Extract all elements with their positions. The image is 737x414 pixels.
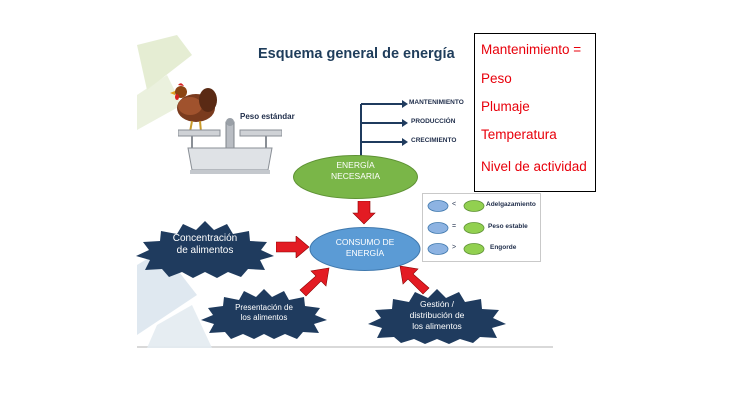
output-mantenimiento: MANTENIMIENTO xyxy=(409,99,464,106)
output-connector xyxy=(340,96,410,156)
energia-necesaria-line-2: NECESARIA xyxy=(292,171,419,182)
gestion-line-3: los alimentos xyxy=(366,321,508,332)
legend-ovals xyxy=(426,198,488,258)
consumo-line-1: CONSUMO DE xyxy=(309,237,421,248)
down-arrow-icon xyxy=(352,201,376,225)
diagram-title: Esquema general de energía xyxy=(258,46,468,62)
presentacion-line-1: Presentación de xyxy=(199,303,329,313)
presentacion-line-2: los alimentos xyxy=(199,313,329,323)
consumo-line-2: ENERGÍA xyxy=(309,248,421,259)
legend-label-engorde: Engorde xyxy=(490,244,516,251)
presentacion-label: Presentación de los alimentos xyxy=(199,303,329,323)
note-line-1: Mantenimiento = xyxy=(481,42,581,57)
gestion-line-1: Gestión / xyxy=(366,299,508,310)
note-line-5: Nivel de actividad xyxy=(481,159,587,174)
concentracion-line-1: Concentración xyxy=(134,233,276,245)
legend-symbol-1: < xyxy=(452,201,456,208)
concentracion-line-2: de alimentos xyxy=(134,245,276,257)
energia-necesaria-label: ENERGÍA NECESARIA xyxy=(292,160,419,182)
legend-symbol-2: = xyxy=(452,223,456,230)
gestion-line-2: distribución de xyxy=(366,310,508,321)
balance-scale-icon xyxy=(178,118,282,176)
concentracion-label: Concentración de alimentos xyxy=(134,233,276,257)
note-line-2: Peso xyxy=(481,71,512,86)
gestion-label: Gestión / distribución de los alimentos xyxy=(366,299,508,332)
legend-label-peso-estable: Peso estable xyxy=(488,223,528,230)
note-line-4: Temperatura xyxy=(481,127,557,142)
legend-symbol-3: > xyxy=(452,244,456,251)
output-produccion: PRODUCCIÓN xyxy=(411,118,455,125)
right-arrow-icon xyxy=(276,236,310,258)
note-line-3: Plumaje xyxy=(481,99,530,114)
consumo-energia-label: CONSUMO DE ENERGÍA xyxy=(309,237,421,259)
energia-necesaria-line-1: ENERGÍA xyxy=(292,160,419,171)
peso-estandar-label: Peso estándar xyxy=(240,112,295,121)
legend-label-adelgazamiento: Adelgazamiento xyxy=(486,201,536,208)
output-crecimiento: CRECIMIENTO xyxy=(411,137,456,144)
